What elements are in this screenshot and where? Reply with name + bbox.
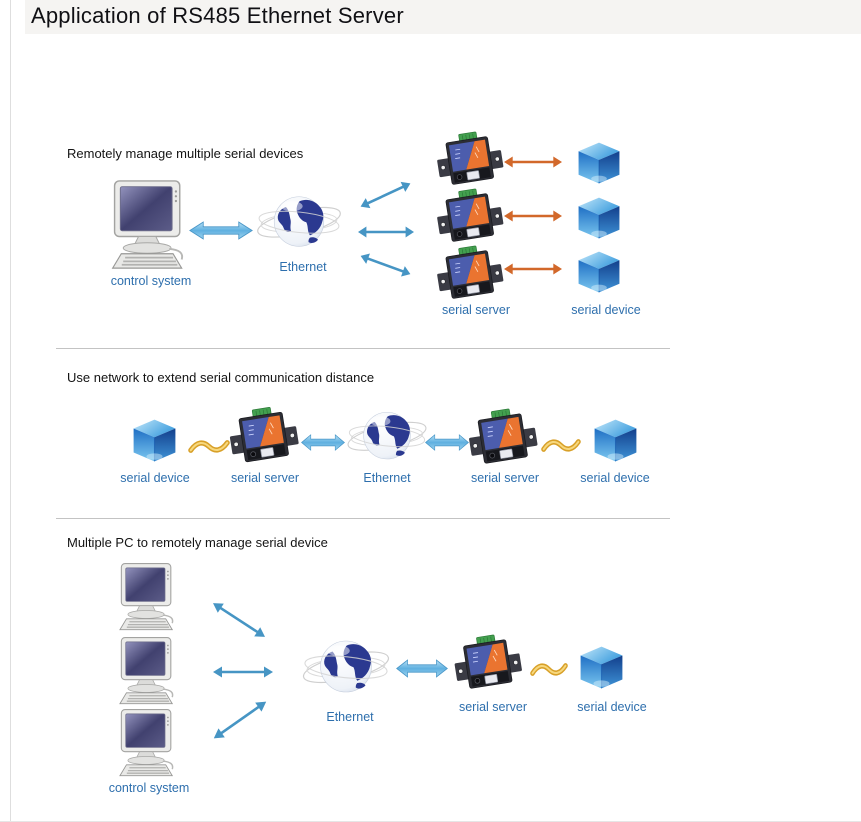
serial-server-device-icon [453,634,523,694]
page-title: Application of RS485 Ethernet Server [31,3,404,28]
ethernet-globe-icon [296,632,396,704]
ethernet-label: Ethernet [363,471,411,485]
title-bar: Application of RS485 Ethernet Server [25,0,861,34]
section-heading: Remotely manage multiple serial devices [67,146,304,161]
thin-double-arrow-icon [209,695,271,745]
thin-double-arrow-icon [213,665,273,679]
serial-device-label: serial device [580,471,650,485]
thin-double-arrow-icon [209,597,269,643]
serial-server-label: serial server [230,471,300,485]
ethernet-label: Ethernet [279,260,327,274]
ethernet-label: Ethernet [326,710,374,724]
control-system-label: control system [110,274,192,288]
control-system-label: control system [108,781,190,795]
serial-device-label: serial device [120,471,190,485]
section-divider [56,348,670,349]
double-arrow-icon [396,657,448,680]
serial-server-label: serial server [441,303,511,317]
serial-device-label: serial device [577,700,647,714]
serial-server-label: serial server [470,471,540,485]
desktop-computer-icon [117,562,181,632]
desktop-computer-icon [117,636,181,706]
section-heading: Use network to extend serial communicati… [67,370,375,385]
section-heading: Multiple PC to remotely manage serial de… [67,535,328,550]
serial-server-label: serial server [458,700,528,714]
section-divider [56,518,670,519]
serial-device-label: serial device [571,303,641,317]
serial-wavy-arrow-icon [530,661,568,678]
serial-device-cube-icon [578,645,625,690]
desktop-computer-icon [117,708,181,778]
left-rule [10,0,11,821]
